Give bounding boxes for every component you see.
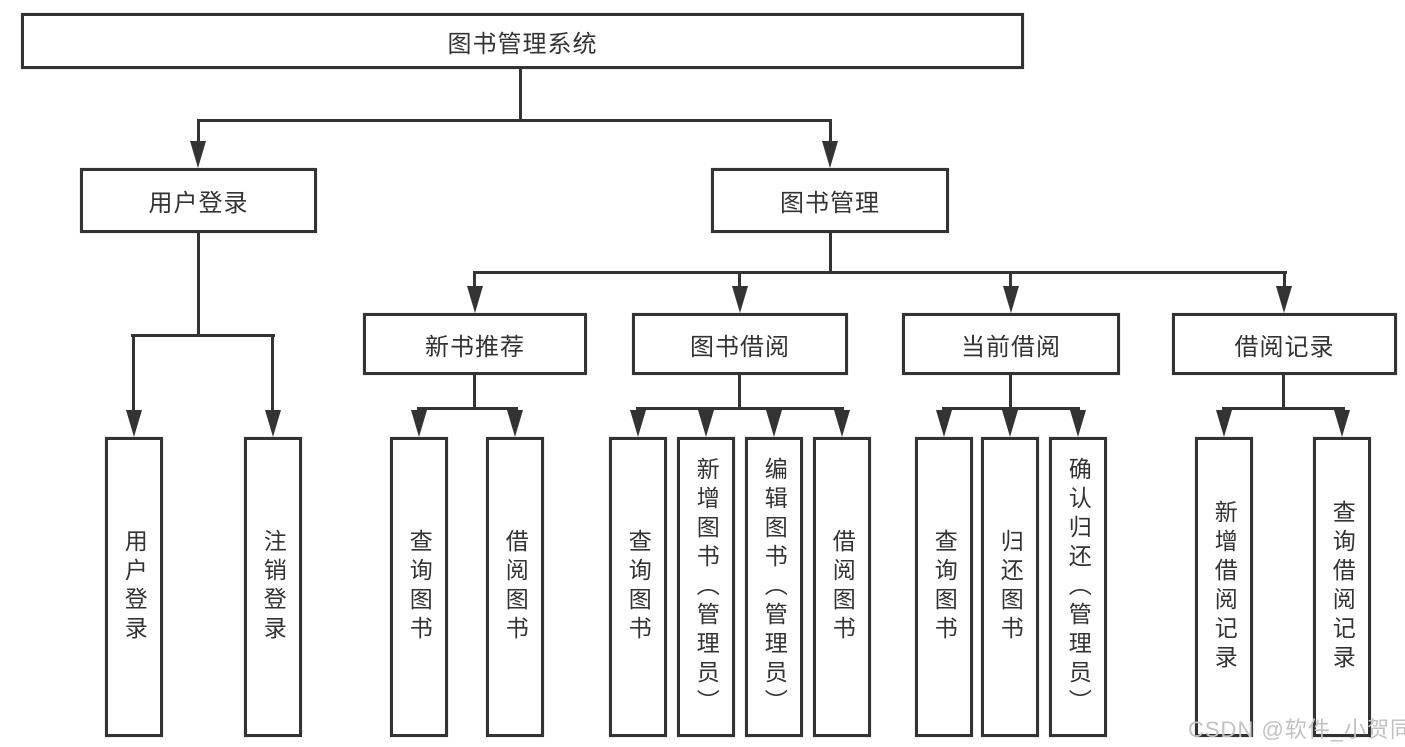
- arrow-down-icon: [766, 410, 782, 437]
- arrow-down-icon: [265, 410, 281, 437]
- connector-root-branch: [197, 119, 832, 122]
- connector-root-stub: [519, 69, 522, 122]
- node-new-book-recommend-label: 新书推荐: [425, 333, 525, 361]
- leaf-current-query-books: 查询图书: [915, 437, 973, 737]
- leaf-borrow-books: 借阅图书: [813, 437, 871, 737]
- connector-borrow-branch: [636, 407, 844, 410]
- leaf-return-books-label: 归还图书: [997, 529, 1024, 645]
- arrow-down-icon: [732, 286, 748, 313]
- arrow-down-icon: [1334, 410, 1350, 437]
- connector-current-stub: [1009, 375, 1012, 410]
- connector-to-user-login: [197, 119, 200, 144]
- leaf-borrow-query-books: 查询图书: [609, 437, 667, 737]
- leaf-user-login: 用户登录: [105, 437, 163, 737]
- connector-records-stub: [1282, 375, 1285, 410]
- arrow-down-icon: [630, 410, 646, 437]
- arrow-down-icon: [507, 410, 523, 437]
- leaf-add-books-admin-label: 新增图书（管理员）: [693, 456, 720, 718]
- node-library-system: 图书管理系统: [21, 13, 1024, 69]
- connector-user-login-stub: [197, 233, 200, 337]
- connector-to-book-management: [829, 119, 832, 144]
- arrow-down-icon: [698, 410, 714, 437]
- leaf-confirm-return-admin: 确认归还（管理员）: [1049, 437, 1107, 737]
- leaf-logout-label: 注销登录: [260, 529, 287, 645]
- leaf-recommend-query-books: 查询图书: [390, 437, 448, 737]
- leaf-recommend-query-books-label: 查询图书: [406, 529, 433, 645]
- connector-user-login-branch: [131, 334, 275, 337]
- leaf-borrow-query-books-label: 查询图书: [625, 529, 652, 645]
- arrow-down-icon: [411, 410, 427, 437]
- connector-to-borrow-records: [1283, 271, 1286, 289]
- connector-to-leaf-user-login: [132, 334, 135, 412]
- arrow-down-icon: [190, 141, 206, 168]
- leaf-query-borrow-record: 查询借阅记录: [1313, 437, 1371, 737]
- node-book-management-label: 图书管理: [780, 190, 880, 217]
- arrow-down-icon: [1003, 286, 1019, 313]
- connector-book-mgmt-stub: [829, 233, 832, 274]
- connector-book-mgmt-branch: [473, 271, 1287, 274]
- leaf-user-login-label: 用户登录: [121, 529, 148, 645]
- connector-to-leaf-logout: [271, 334, 274, 412]
- leaf-confirm-return-admin-label: 确认归还（管理员）: [1065, 456, 1092, 718]
- connector-to-new-book-recommend: [473, 271, 476, 289]
- node-library-system-label: 图书管理系统: [447, 30, 598, 58]
- arrow-down-icon: [1002, 410, 1018, 437]
- node-current-borrow: 当前借阅: [902, 313, 1120, 375]
- node-user-login-group: 用户登录: [80, 168, 317, 233]
- leaf-add-borrow-record-label: 新增借阅记录: [1211, 500, 1238, 674]
- node-user-login-group-label: 用户登录: [148, 190, 249, 217]
- leaf-edit-books-admin: 编辑图书（管理员）: [745, 437, 803, 737]
- leaf-borrow-books-label: 借阅图书: [829, 529, 856, 645]
- connector-to-book-borrow: [738, 271, 741, 289]
- node-borrow-records: 借阅记录: [1172, 313, 1397, 375]
- node-book-borrow-label: 图书借阅: [690, 333, 790, 361]
- leaf-query-borrow-record-label: 查询借阅记录: [1329, 500, 1356, 674]
- arrow-down-icon: [126, 410, 142, 437]
- leaf-current-query-books-label: 查询图书: [931, 529, 958, 645]
- arrow-down-icon: [1216, 410, 1232, 437]
- leaf-return-books: 归还图书: [981, 437, 1039, 737]
- arrow-down-icon: [1070, 410, 1086, 437]
- connector-recommend-branch: [417, 407, 518, 410]
- node-borrow-records-label: 借阅记录: [1234, 333, 1335, 361]
- leaf-edit-books-admin-label: 编辑图书（管理员）: [761, 456, 788, 718]
- connector-current-branch: [942, 407, 1080, 410]
- leaf-logout: 注销登录: [244, 437, 302, 737]
- leaf-recommend-borrow-books: 借阅图书: [486, 437, 544, 737]
- arrow-down-icon: [1276, 286, 1292, 313]
- arrow-down-icon: [467, 286, 483, 313]
- leaf-add-books-admin: 新增图书（管理员）: [677, 437, 735, 737]
- arrow-down-icon: [822, 141, 838, 168]
- connector-recommend-stub: [473, 375, 476, 410]
- leaf-add-borrow-record: 新增借阅记录: [1195, 437, 1253, 737]
- leaf-recommend-borrow-books-label: 借阅图书: [502, 529, 529, 645]
- connector-to-current-borrow: [1009, 271, 1012, 289]
- node-book-borrow: 图书借阅: [632, 313, 848, 375]
- connector-borrow-stub: [738, 375, 741, 410]
- node-current-borrow-label: 当前借阅: [961, 333, 1061, 361]
- arrow-down-icon: [936, 410, 952, 437]
- csdn-watermark: CSDN @软件_小贺同学: [1188, 717, 1405, 742]
- node-new-book-recommend: 新书推荐: [363, 313, 587, 375]
- connector-records-branch: [1222, 407, 1345, 410]
- node-book-management: 图书管理: [711, 168, 949, 233]
- arrow-down-icon: [834, 410, 850, 437]
